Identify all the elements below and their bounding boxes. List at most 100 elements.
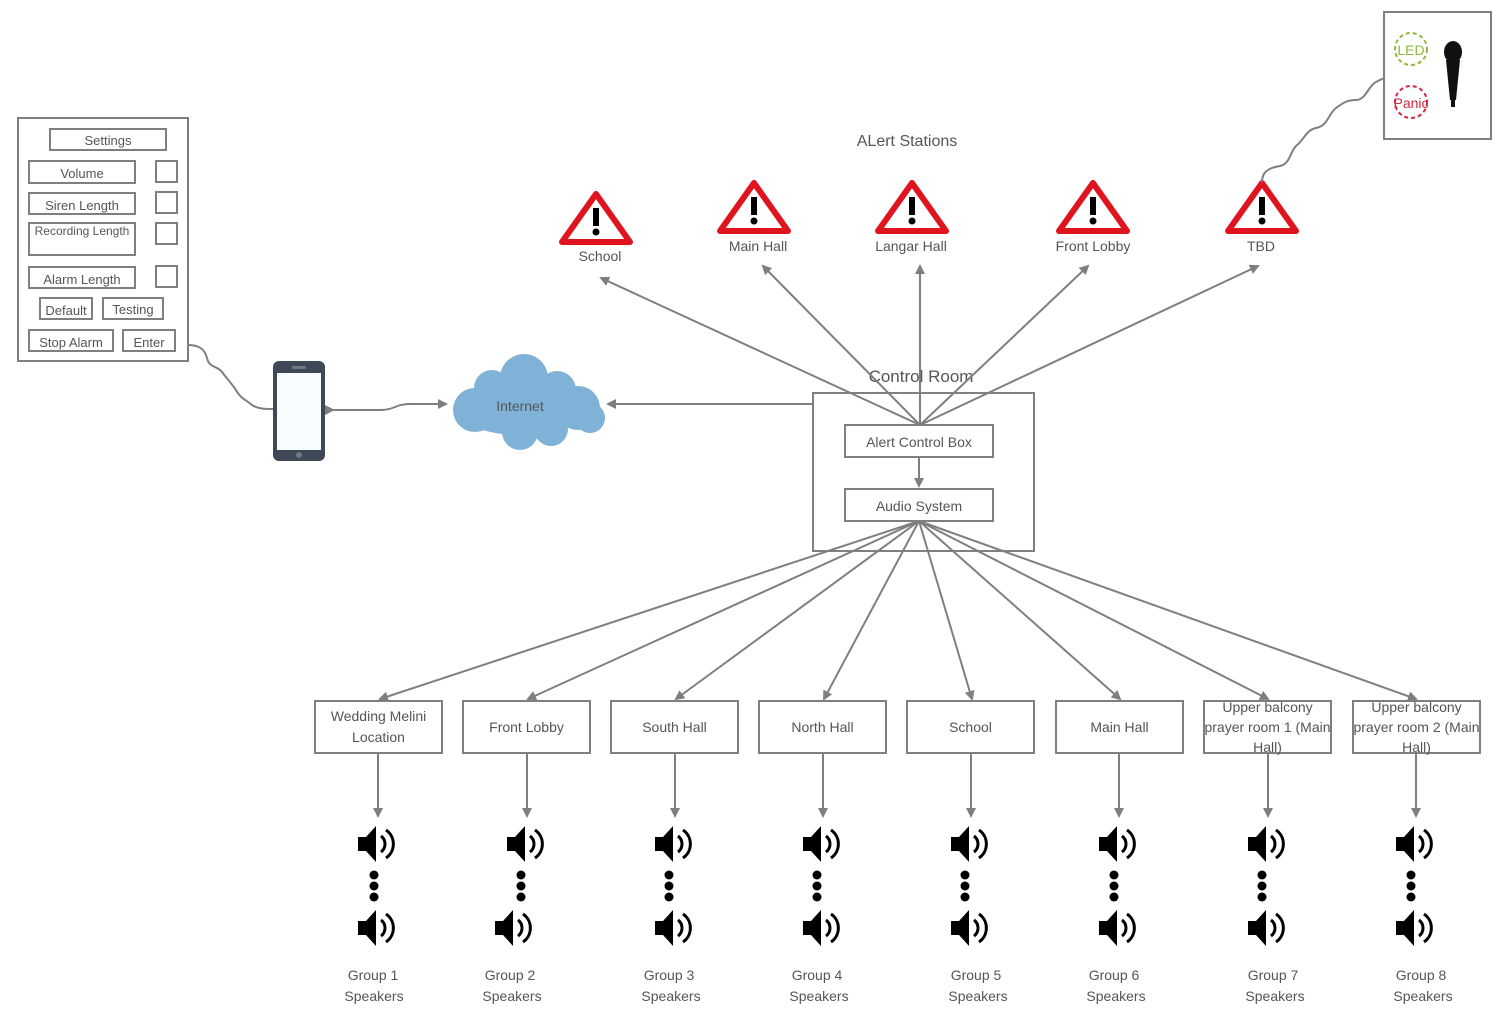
zone-4: North Hall Group 4 Speakers xyxy=(758,700,887,1004)
speaker-icon xyxy=(507,826,544,862)
group-label: Group 1 xyxy=(348,967,399,983)
alert-control-box-label: Alert Control Box xyxy=(866,434,972,450)
alert-control-box[interactable] xyxy=(844,424,994,458)
speaker-icon xyxy=(1248,910,1285,946)
zone-8: Upper balcony prayer room 2 (Main Hall) … xyxy=(1352,699,1481,1004)
testing-button[interactable] xyxy=(102,297,164,320)
link-zone-5 xyxy=(918,520,975,701)
recording-length-button[interactable] xyxy=(28,222,136,256)
link-zone-2 xyxy=(526,520,920,701)
warning-icon xyxy=(875,180,949,234)
alert-station-main-hall[interactable]: Main Hall xyxy=(717,180,791,254)
speaker-icon xyxy=(951,826,988,862)
zone-label: Wedding Melini Location xyxy=(330,708,427,745)
station-label: Langar Hall xyxy=(875,238,947,254)
ellipsis-icon xyxy=(369,870,379,902)
volume-button[interactable] xyxy=(28,160,136,184)
station-label: TBD xyxy=(1247,238,1275,254)
speakers-label: Speakers xyxy=(1245,988,1304,1004)
alarm-length-label: Alarm Length xyxy=(43,272,120,287)
settings-button[interactable] xyxy=(49,128,167,151)
link-station-front-lobby xyxy=(919,264,1090,426)
group-label: Group 2 xyxy=(485,967,536,983)
settings-panel xyxy=(17,117,189,362)
speakers-label: Speakers xyxy=(1393,988,1452,1004)
zone-box[interactable] xyxy=(314,700,443,754)
link-zone-6 xyxy=(918,520,1122,701)
zone-box[interactable] xyxy=(1055,700,1184,754)
alert-station-front-lobby[interactable]: Front Lobby xyxy=(1056,180,1131,254)
control-room-box xyxy=(812,392,1035,552)
zone-label: South Hall xyxy=(642,718,707,735)
siren-length-button[interactable] xyxy=(28,192,136,215)
stop-alarm-button[interactable] xyxy=(28,329,114,352)
speaker-icon xyxy=(1099,910,1136,946)
panic-button[interactable] xyxy=(1394,85,1428,119)
zone-label: School xyxy=(949,718,992,735)
ellipsis-icon xyxy=(1109,870,1119,902)
speaker-icon xyxy=(803,826,840,862)
zone-label: North Hall xyxy=(791,718,854,735)
speakers-label: Speakers xyxy=(789,988,848,1004)
group-label: Group 3 xyxy=(644,967,695,983)
link-zone-8 xyxy=(918,520,1418,702)
warning-icon xyxy=(1225,180,1299,234)
ellipsis-icon xyxy=(1257,870,1267,902)
zone-box[interactable] xyxy=(758,700,887,754)
alert-station-tbd[interactable]: TBD xyxy=(1225,180,1299,254)
speaker-icon xyxy=(495,910,532,946)
alert-station-langar-hall[interactable]: Langar Hall xyxy=(875,180,949,254)
speaker-icon xyxy=(803,910,840,946)
speakers-label: Speakers xyxy=(482,988,541,1004)
zone-label: Upper balcony prayer room 2 (Main Hall) xyxy=(1353,699,1480,755)
warning-icon xyxy=(717,180,791,234)
group-label: Group 7 xyxy=(1248,967,1299,983)
speaker-icon xyxy=(655,826,692,862)
zone-box[interactable] xyxy=(1203,700,1332,754)
siren-length-checkbox[interactable] xyxy=(155,191,178,214)
volume-checkbox[interactable] xyxy=(155,160,178,183)
station-label: Main Hall xyxy=(729,238,787,254)
zone-2: Front Lobby Group 2 Speakers xyxy=(462,700,591,1004)
warning-icon xyxy=(1056,180,1130,234)
alarm-length-button[interactable] xyxy=(28,266,136,289)
phone-icon xyxy=(273,361,325,461)
panel-phone-wire xyxy=(187,344,274,410)
enter-label: Enter xyxy=(133,335,165,350)
zone-label: Upper balcony prayer room 1 (Main Hall) xyxy=(1204,699,1331,755)
speakers-label: Speakers xyxy=(641,988,700,1004)
testing-label: Testing xyxy=(112,302,153,317)
led-indicator-icon xyxy=(1394,32,1428,66)
default-button[interactable] xyxy=(39,297,93,320)
warning-icon xyxy=(559,191,633,245)
zone-3: South Hall Group 3 Speakers xyxy=(610,700,739,1004)
link-zone-1 xyxy=(378,520,920,702)
link-station-tbd xyxy=(919,264,1260,426)
zone-box[interactable] xyxy=(906,700,1035,754)
diagram-title: ALert Stations xyxy=(857,133,958,150)
zone-label: Main Hall xyxy=(1090,718,1149,735)
link-station-main-hall xyxy=(761,264,921,426)
panic-label: Panic xyxy=(1393,95,1428,111)
recording-length-checkbox[interactable] xyxy=(155,222,178,245)
ellipsis-icon xyxy=(664,870,674,902)
stop-alarm-label: Stop Alarm xyxy=(39,335,103,350)
zone-6: Main Hall Group 6 Speakers xyxy=(1055,700,1184,1004)
speaker-icon xyxy=(951,910,988,946)
tbd-panic-wire xyxy=(1261,77,1387,183)
ellipsis-icon xyxy=(812,870,822,902)
speaker-icon xyxy=(655,910,692,946)
zone-box[interactable] xyxy=(1352,700,1481,754)
cloud-icon xyxy=(453,354,605,450)
phone-internet-link xyxy=(325,399,448,415)
alarm-length-checkbox[interactable] xyxy=(155,265,178,288)
panic-station: LED Panic xyxy=(1383,11,1492,140)
speakers-label: Speakers xyxy=(344,988,403,1004)
enter-button[interactable] xyxy=(122,329,176,352)
link-station-school xyxy=(599,276,921,426)
alert-station-school[interactable]: School xyxy=(559,191,633,264)
zone-box[interactable] xyxy=(462,700,591,754)
group-label: Group 5 xyxy=(951,967,1002,983)
station-label: School xyxy=(579,248,622,264)
